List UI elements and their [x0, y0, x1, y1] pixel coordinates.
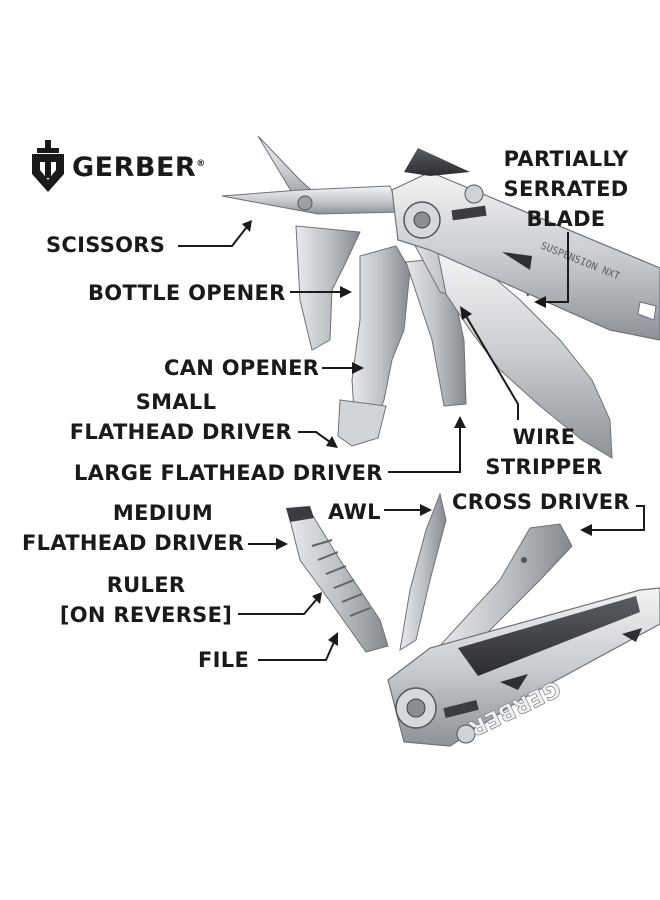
leader-scissors: [178, 227, 247, 247]
file-tool: [287, 507, 389, 653]
label-line: SERRATED: [503, 177, 629, 201]
lower-handle-window: [622, 628, 642, 642]
label-awl: AWL: [328, 500, 381, 524]
leader-ruler: [238, 599, 317, 615]
label-file: FILE: [198, 648, 250, 672]
can-opener-tool: [351, 245, 411, 441]
label-ruler: RULER [ON REVERSE]: [54, 570, 238, 630]
label-line: PARTIALLY: [503, 147, 629, 171]
lower-lock-slider: [443, 700, 479, 718]
label-line: SMALL: [135, 390, 217, 414]
label-bottle-opener: BOTTLE OPENER: [88, 281, 286, 305]
cross-driver-tool: [435, 523, 573, 661]
label-wire-stripper: WIRE STRIPPER: [476, 422, 612, 482]
bottle-opener-tool: [295, 225, 361, 351]
upper-handle-window: [637, 301, 657, 321]
label-cross-driver: CROSS DRIVER: [452, 490, 630, 514]
medium-flathead-tip: [286, 506, 314, 522]
upper-lock-slider: [451, 205, 487, 221]
leader-wire-stripper: [465, 315, 519, 420]
small-flathead-tip: [337, 399, 387, 447]
label-can-opener: CAN OPENER: [164, 356, 320, 380]
upper-rivet: [464, 184, 484, 204]
lower-rivet: [456, 724, 476, 744]
label-line: WIRE: [512, 425, 576, 449]
label-line: FLATHEAD DRIVER: [22, 531, 245, 555]
label-large-flathead-driver: LARGE FLATHEAD DRIVER: [74, 461, 383, 485]
label-medium-flathead-driver: MEDIUM FLATHEAD DRIVER: [22, 498, 245, 558]
upper-handle-slot: [502, 252, 532, 270]
serrated-blade-tool: [437, 253, 613, 459]
brand-logo-text: GERBER®: [72, 152, 206, 183]
lower-handle-dark-insert: [458, 596, 640, 676]
scissors-pivot: [297, 195, 313, 211]
label-line: [ON REVERSE]: [59, 603, 233, 627]
brand-logo: GERBER®: [28, 140, 205, 192]
leader-file: [258, 641, 335, 661]
label-line: FLATHEAD DRIVER: [69, 420, 292, 444]
awl-tool: [399, 492, 447, 652]
leader-serrated-blade: [542, 232, 569, 303]
label-line: MEDIUM: [112, 501, 214, 525]
upper-handle-dark-tip: [404, 148, 470, 176]
lower-handle-slot: [500, 674, 528, 690]
label-small-flathead-driver: SMALL FLATHEAD DRIVER: [30, 387, 292, 447]
label-scissors: SCISSORS: [46, 233, 166, 257]
label-partially-serrated-blade: PARTIALLY SERRATED BLADE: [496, 144, 636, 234]
leader-cross-driver: [590, 505, 645, 531]
gerber-shield-icon: [32, 140, 64, 192]
label-line: BLADE: [526, 207, 606, 231]
label-line: RULER: [106, 573, 186, 597]
leader-small-flathead: [298, 431, 331, 443]
file-texture: [311, 539, 371, 617]
leader-lines: [178, 220, 645, 661]
label-line: STRIPPER: [485, 455, 603, 479]
leader-large-flathead: [388, 426, 461, 473]
